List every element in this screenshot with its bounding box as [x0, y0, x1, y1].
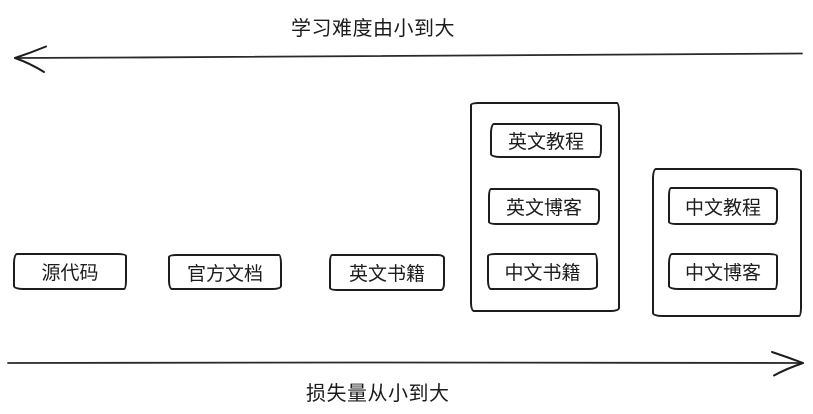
- arrow-right-icon: [7, 351, 804, 377]
- top-axis-label: 学习难度由小到大: [291, 18, 455, 40]
- box-english-blogs: 英文博客: [488, 188, 600, 225]
- box-source-code: 源代码: [13, 253, 127, 290]
- box-english-tutorials-label: 英文教程: [507, 132, 584, 153]
- box-chinese-tutorials: 中文教程: [668, 187, 778, 225]
- box-chinese-books: 中文书籍: [487, 253, 598, 290]
- box-chinese-blogs: 中文博客: [668, 253, 778, 290]
- box-chinese-books-label: 中文书籍: [504, 263, 581, 284]
- arrow-left-icon: [14, 45, 803, 73]
- bottom-axis-label: 损失量从小到大: [306, 383, 450, 405]
- box-chinese-tutorials-label: 中文教程: [684, 197, 761, 219]
- box-english-books-label: 英文书籍: [348, 264, 425, 285]
- box-english-tutorials: 英文教程: [490, 123, 602, 158]
- box-chinese-blogs-label: 中文博客: [684, 263, 761, 284]
- box-english-blogs-label: 英文博客: [505, 198, 582, 219]
- box-source-code-label: 源代码: [41, 263, 99, 284]
- box-english-books: 英文书籍: [329, 254, 445, 291]
- box-official-docs: 官方文档: [168, 254, 282, 290]
- box-official-docs-label: 官方文档: [186, 263, 263, 285]
